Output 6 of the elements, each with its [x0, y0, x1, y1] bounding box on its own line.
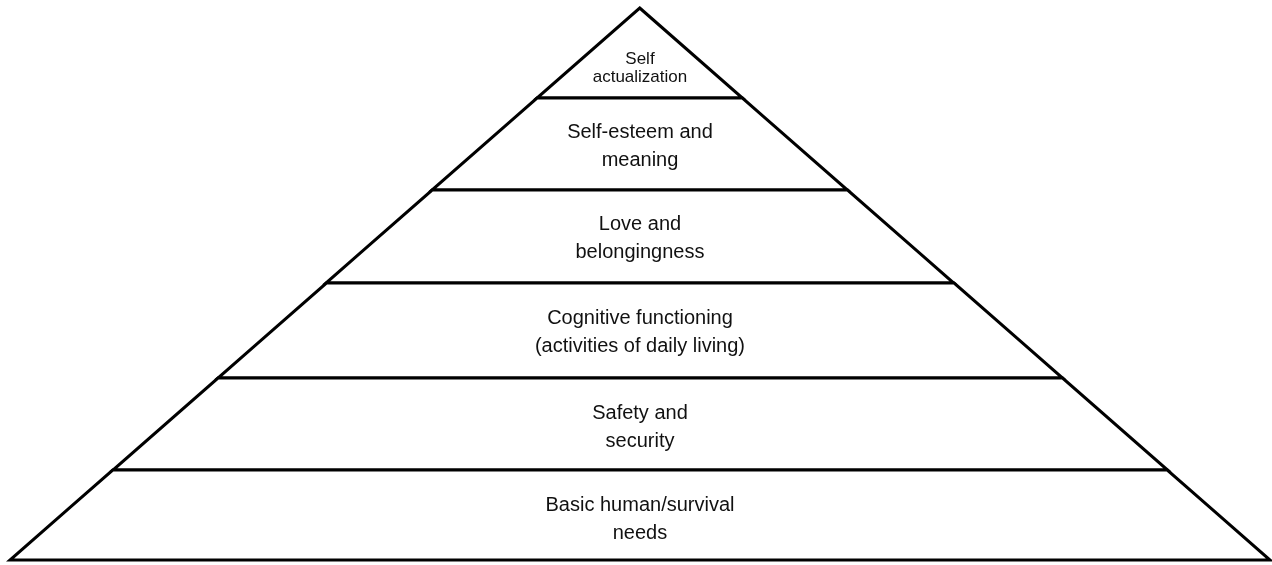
level-label: Basic human/survival needs — [544, 492, 736, 545]
level-label: Love and belongingness — [574, 211, 706, 264]
level-label: Self-esteem and meaning — [566, 119, 714, 172]
level-label: Self actualization — [591, 50, 689, 86]
level-label: Cognitive functioning (activities of daily living) — [533, 305, 746, 358]
level-label: Safety and security — [591, 400, 689, 453]
